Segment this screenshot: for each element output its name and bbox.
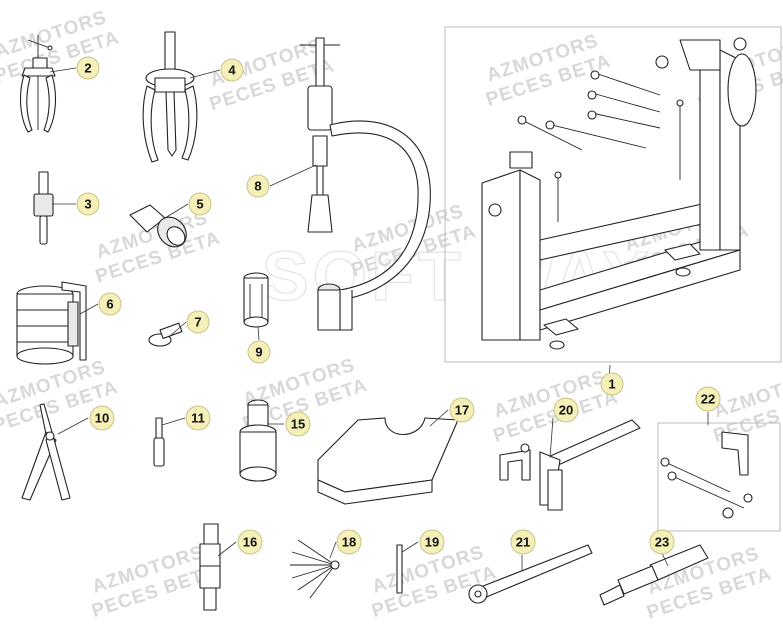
callout-17: 17 — [449, 397, 475, 423]
callout-5: 5 — [188, 192, 212, 216]
part-4-puller — [142, 31, 198, 163]
callout-15: 15 — [285, 411, 311, 437]
callout-label: 6 — [106, 297, 113, 312]
part-15-socket — [239, 399, 277, 482]
callout-1: 1 — [600, 372, 624, 396]
part-16-tool — [199, 523, 221, 611]
callout-label: 10 — [95, 411, 109, 426]
part-2-puller — [19, 35, 57, 133]
part-10-pliers — [21, 403, 71, 501]
callout-label: 16 — [243, 535, 257, 550]
callout-label: 18 — [342, 535, 356, 550]
part-11-pin — [153, 417, 165, 467]
callout-16: 16 — [237, 529, 263, 555]
callout-label: 21 — [516, 535, 530, 550]
part-20-holder — [499, 419, 641, 511]
callout-10: 10 — [89, 405, 115, 431]
callouts: 1 2 3 4 5 6 7 8 — [76, 56, 721, 555]
callout-label: 1 — [608, 377, 615, 392]
part-22-bracket — [660, 431, 753, 519]
callout-3: 3 — [76, 192, 100, 216]
callout-8: 8 — [246, 174, 270, 198]
part-21-spanner — [468, 544, 593, 604]
part-18-feeler — [290, 539, 340, 599]
callout-19: 19 — [419, 529, 445, 555]
stand-group-frame — [444, 26, 782, 363]
callout-20: 20 — [553, 397, 579, 423]
callout-label: 23 — [655, 535, 669, 550]
callout-18: 18 — [336, 529, 362, 555]
callout-23: 23 — [649, 529, 675, 555]
part-1-stand — [481, 37, 757, 350]
callout-label: 9 — [255, 345, 262, 360]
callout-7: 7 — [186, 310, 210, 334]
part-8-compressor — [300, 37, 431, 331]
callout-label: 11 — [191, 411, 205, 426]
callout-9: 9 — [247, 340, 271, 364]
part-6-ring-compressor — [16, 281, 87, 365]
part-22-frame — [657, 422, 781, 532]
callout-label: 22 — [701, 392, 715, 407]
callout-label: 4 — [228, 63, 236, 78]
part-17-plate — [317, 417, 459, 505]
callout-label: 19 — [425, 535, 439, 550]
callout-label: 17 — [455, 403, 469, 418]
part-3-tool — [33, 171, 54, 245]
callout-label: 2 — [84, 61, 91, 76]
callout-label: 20 — [559, 403, 573, 418]
part-9-sleeve — [243, 272, 269, 328]
callout-22: 22 — [695, 386, 721, 412]
callout-label: 7 — [194, 315, 201, 330]
part-7-pin — [148, 322, 183, 347]
part-23-driver — [599, 544, 709, 606]
callout-label: 8 — [254, 179, 261, 194]
callout-label: 3 — [84, 197, 91, 212]
callout-6: 6 — [98, 292, 122, 316]
part-19-rod — [396, 544, 403, 594]
callout-4: 4 — [220, 58, 244, 82]
callout-21: 21 — [510, 529, 536, 555]
callout-2: 2 — [76, 56, 100, 80]
callout-label: 5 — [196, 197, 203, 212]
callout-label: 15 — [291, 417, 305, 432]
callout-11: 11 — [185, 405, 211, 431]
